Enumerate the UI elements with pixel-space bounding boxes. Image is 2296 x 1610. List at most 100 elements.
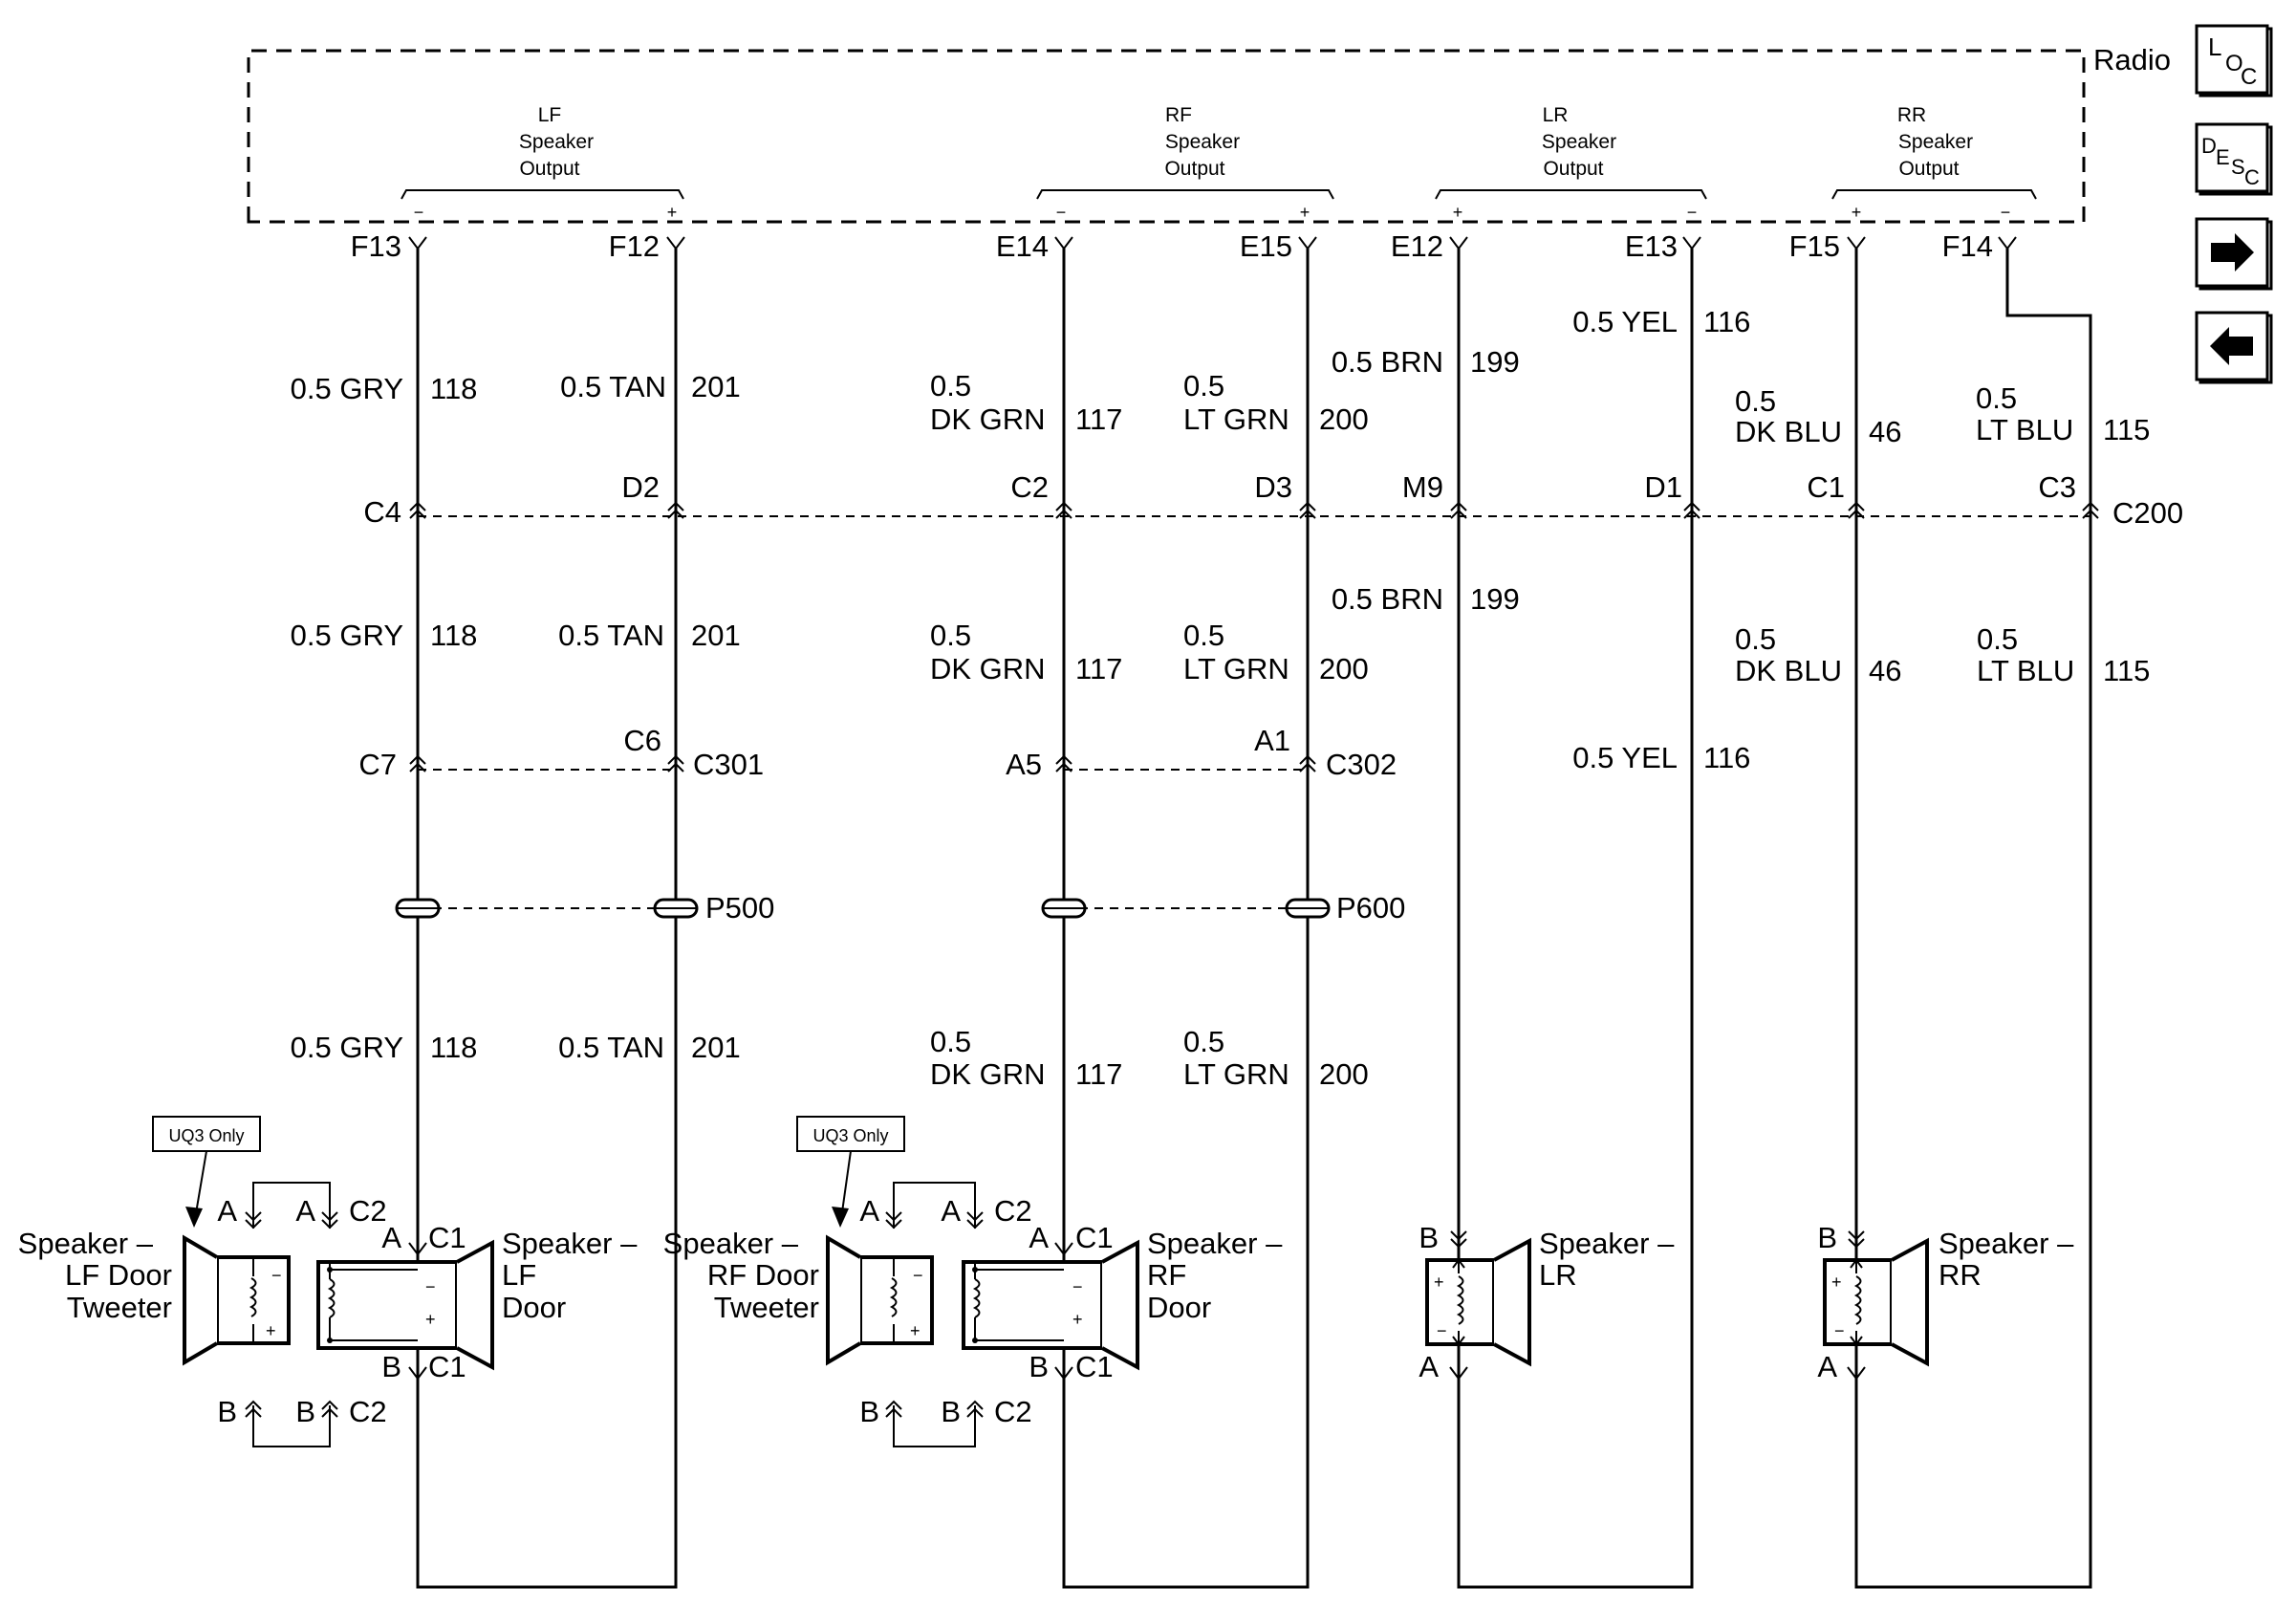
svg-text:C1: C1	[428, 1350, 466, 1383]
svg-text:A: A	[381, 1221, 401, 1254]
svg-text:A1: A1	[1254, 724, 1290, 757]
svg-text:L: L	[2208, 33, 2221, 61]
svg-text:DK BLU: DK BLU	[1735, 654, 1842, 687]
svg-text:DK GRN: DK GRN	[930, 1057, 1046, 1091]
svg-text:118: 118	[430, 619, 477, 652]
svg-text:116: 116	[1703, 305, 1750, 338]
svg-text:C302: C302	[1326, 748, 1397, 781]
svg-text:RR: RR	[1897, 104, 1926, 126]
wire-lr	[1457, 249, 1694, 1589]
svg-text:RF: RF	[1165, 104, 1192, 126]
svg-text:0.5 TAN: 0.5 TAN	[558, 1031, 664, 1064]
svg-text:Speaker: Speaker	[1898, 131, 1973, 153]
pin-e15: E15	[1240, 229, 1292, 263]
option-tag-rf: UQ3 Only	[812, 1126, 888, 1145]
svg-text:+: +	[1072, 1310, 1083, 1329]
svg-text:+: +	[910, 1321, 921, 1340]
svg-text:46: 46	[1869, 654, 1901, 687]
svg-text:RF Door: RF Door	[707, 1258, 819, 1292]
svg-text:201: 201	[691, 619, 741, 652]
svg-text:0.5 BRN: 0.5 BRN	[1332, 582, 1443, 616]
svg-text:B: B	[1419, 1221, 1439, 1254]
previous-page-button[interactable]	[2195, 311, 2273, 384]
connector-c302: A5 A1 C302	[1006, 724, 1397, 781]
svg-text:−: −	[1072, 1277, 1083, 1296]
svg-text:LT BLU: LT BLU	[1976, 413, 2073, 446]
pin-e14: E14	[996, 229, 1049, 263]
c200-label: C200	[2112, 496, 2183, 530]
svg-text:LF Door: LF Door	[65, 1258, 172, 1292]
svg-text:+: +	[667, 203, 678, 222]
svg-text:0.5 YEL: 0.5 YEL	[1572, 305, 1678, 338]
svg-text:0.5: 0.5	[1183, 1025, 1224, 1058]
wire-labels-lower: 0.5 GRY 118 0.5 TAN 201 0.5 DK GRN 117 0…	[291, 1025, 1369, 1091]
location-button[interactable]: L O C	[2195, 24, 2273, 98]
rf-tweeter-speaker: − +	[826, 1234, 934, 1366]
lr-speaker: + − B A Speaker – LR	[1419, 1221, 1675, 1383]
svg-text:A: A	[859, 1194, 879, 1228]
svg-text:O: O	[2225, 51, 2243, 76]
lf-speaker-group: UQ3 Only − + A B Speaker – LF Door Tweet…	[18, 1116, 638, 1447]
connector-c200: C4 D2 C2 D3 M9 D1 C1 C3 C200	[363, 470, 2183, 530]
svg-text:−: −	[414, 203, 424, 222]
svg-text:Output: Output	[1164, 158, 1224, 180]
svg-text:0.5 TAN: 0.5 TAN	[558, 619, 664, 652]
svg-text:118: 118	[430, 372, 477, 405]
svg-text:200: 200	[1319, 1057, 1369, 1091]
lr-speaker-output: LR Speaker Output + −	[1435, 104, 1707, 222]
svg-text:0.5 GRY: 0.5 GRY	[291, 619, 403, 652]
connector-c301: C7 C6 C301	[358, 724, 764, 781]
svg-text:0.5 GRY: 0.5 GRY	[291, 1031, 403, 1064]
svg-text:−: −	[1834, 1321, 1845, 1340]
svg-text:B: B	[1817, 1221, 1837, 1254]
svg-text:+: +	[1300, 203, 1310, 222]
svg-text:S: S	[2231, 155, 2245, 179]
pin-e12: E12	[1391, 229, 1443, 263]
svg-text:−: −	[271, 1266, 282, 1285]
svg-text:A: A	[295, 1194, 315, 1228]
svg-text:200: 200	[1319, 652, 1369, 685]
svg-text:Speaker: Speaker	[519, 131, 594, 153]
svg-text:−: −	[2001, 203, 2011, 222]
svg-text:0.5: 0.5	[1735, 384, 1776, 418]
next-page-button[interactable]	[2195, 217, 2273, 291]
svg-text:C: C	[2241, 64, 2257, 90]
rf-speaker-group: UQ3 Only − + A B Speaker – RF Door Tweet…	[663, 1116, 1283, 1447]
svg-text:Speaker: Speaker	[1165, 131, 1240, 153]
rr-speaker-output: RR Speaker Output + −	[1831, 104, 2037, 222]
pin-e13: E13	[1625, 229, 1678, 263]
svg-text:C3: C3	[2038, 470, 2076, 504]
wire-rf	[1062, 249, 1310, 1589]
wire-rr	[1854, 249, 2092, 1589]
svg-text:Output: Output	[519, 158, 579, 180]
svg-text:Speaker –: Speaker –	[1539, 1227, 1675, 1260]
svg-text:117: 117	[1075, 652, 1122, 685]
svg-text:B: B	[859, 1395, 879, 1428]
svg-text:LT GRN: LT GRN	[1183, 652, 1289, 685]
svg-text:C2: C2	[349, 1395, 387, 1428]
arrow-left-icon	[2210, 327, 2253, 365]
svg-text:0.5 TAN: 0.5 TAN	[560, 370, 666, 403]
svg-text:−: −	[1687, 203, 1698, 222]
svg-text:LF: LF	[502, 1258, 536, 1292]
svg-text:A: A	[217, 1194, 237, 1228]
svg-text:P500: P500	[705, 891, 774, 925]
svg-text:0.5: 0.5	[930, 619, 971, 652]
svg-text:DK BLU: DK BLU	[1735, 415, 1842, 448]
svg-text:200: 200	[1319, 402, 1369, 436]
svg-text:−: −	[1437, 1321, 1447, 1340]
svg-text:D1: D1	[1644, 470, 1682, 504]
svg-text:+: +	[1852, 203, 1862, 222]
svg-text:A: A	[1029, 1221, 1049, 1254]
svg-text:0.5: 0.5	[1183, 619, 1224, 652]
wire-labels-middle: 0.5 GRY 118 0.5 TAN 201 0.5 DK GRN 117 0…	[291, 582, 2151, 774]
svg-text:D3: D3	[1254, 470, 1292, 504]
description-button[interactable]: D E S C	[2195, 122, 2273, 196]
svg-text:M9: M9	[1402, 470, 1443, 504]
svg-text:C7: C7	[358, 748, 397, 781]
lf-door-speaker: − +	[316, 1239, 494, 1371]
svg-text:A: A	[941, 1194, 961, 1228]
lf-tweeter-speaker: − +	[183, 1234, 291, 1366]
svg-text:RR: RR	[1939, 1258, 1982, 1292]
